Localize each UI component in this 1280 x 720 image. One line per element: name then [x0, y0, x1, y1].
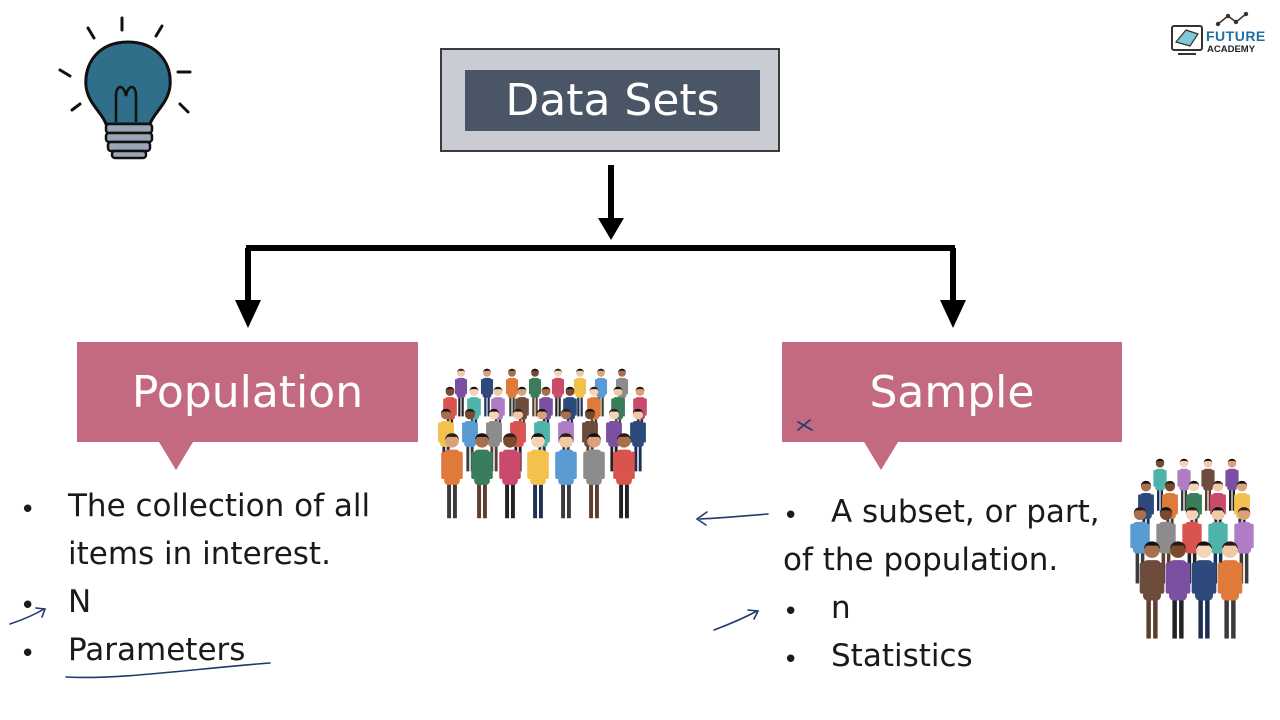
list-item: The collection of all: [68, 488, 371, 524]
bullet-dot: •: [783, 597, 799, 627]
list-item: n: [831, 590, 851, 626]
list-item: items in interest.: [68, 536, 331, 572]
page-title: Data Sets: [465, 70, 760, 131]
person-figure: [462, 408, 478, 472]
sample-callout: Sample: [782, 342, 1122, 470]
person-figure: [528, 368, 542, 417]
person-figure: [1177, 458, 1191, 511]
person-figure: [583, 433, 605, 519]
bullet-dot: •: [20, 495, 36, 525]
logo-line2: ACADEMY: [1207, 44, 1256, 55]
list-item: N: [68, 584, 92, 620]
person-figure: [573, 368, 587, 417]
bullet-dot: •: [783, 501, 799, 531]
bullet-dot: •: [20, 591, 36, 621]
population-callout: Population: [77, 342, 418, 470]
person-figure: [471, 433, 493, 519]
person-figure: [1201, 458, 1215, 511]
list-item: A subset, or part,: [831, 494, 1100, 530]
person-figure: [1191, 541, 1217, 639]
bullet-dot: •: [20, 639, 36, 669]
person-figure: [499, 433, 521, 519]
person-figure: [480, 368, 494, 417]
person-figure: [1139, 541, 1165, 639]
logo-line1: FUTURE: [1206, 28, 1266, 44]
person-figure: [454, 368, 468, 417]
person-figure: [555, 433, 577, 519]
population-heading: Population: [131, 366, 364, 418]
person-figure: [551, 368, 565, 417]
person-figure: [1217, 541, 1243, 639]
person-figure: [1225, 458, 1239, 511]
person-figure: [1165, 541, 1191, 639]
future-academy-logo: FUTURE ACADEMY: [1170, 12, 1270, 58]
sample-heading: Sample: [869, 366, 1035, 418]
list-item: Parameters: [68, 632, 246, 668]
list-item: Statistics: [831, 638, 973, 674]
data-sets-box: Data Sets: [440, 48, 780, 152]
person-figure: [527, 433, 549, 519]
person-figure: [1153, 458, 1167, 511]
person-figure: [630, 408, 646, 472]
list-item: of the population.: [783, 542, 1059, 578]
person-figure: [505, 368, 519, 417]
person-figure: [613, 433, 635, 519]
person-figure: [441, 433, 463, 519]
bullet-dot: •: [783, 645, 799, 675]
